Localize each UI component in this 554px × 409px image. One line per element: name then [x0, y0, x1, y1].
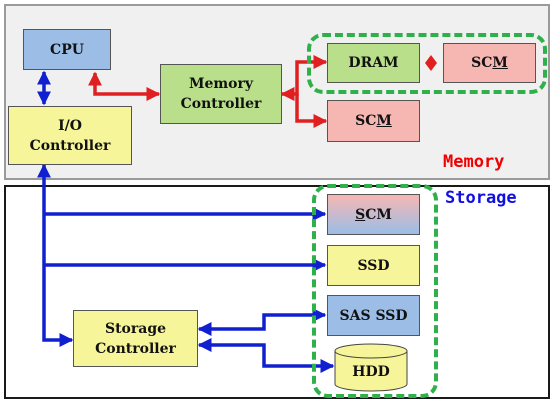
sas-ssd-label: SAS SSD	[339, 307, 408, 324]
hdd-label-holder: HDD	[335, 358, 407, 386]
cpu-memory-controller-link	[88, 71, 161, 101]
dram-scm-diamond	[425, 55, 437, 71]
dram-label: DRAM	[348, 55, 399, 71]
io-bus-trunk	[37, 163, 74, 347]
ssd-label: SSD	[357, 257, 390, 274]
memory-label: Memory	[443, 152, 505, 172]
cpu-label: CPU	[50, 41, 84, 58]
memory-controller-label-1: Memory	[188, 76, 254, 92]
hdd-cylinder	[334, 343, 408, 392]
storage-group-dashed-border	[312, 184, 438, 398]
scm-storage-box: SCM	[327, 194, 420, 235]
memory-controller-label-2: Controller	[180, 96, 262, 112]
storage-controller-sas-link	[197, 308, 327, 336]
storage-controller-label-1: Storage	[104, 320, 167, 337]
ssd-box: SSD	[327, 245, 420, 286]
memory-group-dashed-border	[307, 33, 547, 94]
io-controller-box: I/O Controller	[8, 106, 132, 165]
hdd-label: HDD	[352, 364, 390, 380]
storage-controller-label-2: Controller	[95, 340, 176, 357]
dram-box: DRAM	[327, 43, 420, 83]
memory-controller-scm-link	[295, 94, 328, 128]
cpu-box: CPU	[23, 29, 111, 70]
storage-controller-hdd-link	[197, 338, 335, 373]
scm-memory-lower-label: SCM	[355, 113, 392, 129]
memory-controller-box: Memory Controller	[160, 64, 282, 124]
storage-label: Storage	[445, 188, 517, 208]
scm-memory-right-box: SCM	[443, 43, 536, 83]
memory-controller-dram-link	[280, 55, 328, 101]
io-controller-label-2: Controller	[29, 137, 111, 154]
io-controller-label-1: I/O	[58, 117, 82, 134]
storage-controller-box: Storage Controller	[73, 310, 198, 367]
sas-ssd-box: SAS SSD	[327, 295, 420, 336]
scm-storage-label: SCM	[355, 206, 392, 223]
scm-memory-right-label: SCM	[471, 55, 508, 71]
scm-memory-lower-box: SCM	[327, 100, 420, 142]
